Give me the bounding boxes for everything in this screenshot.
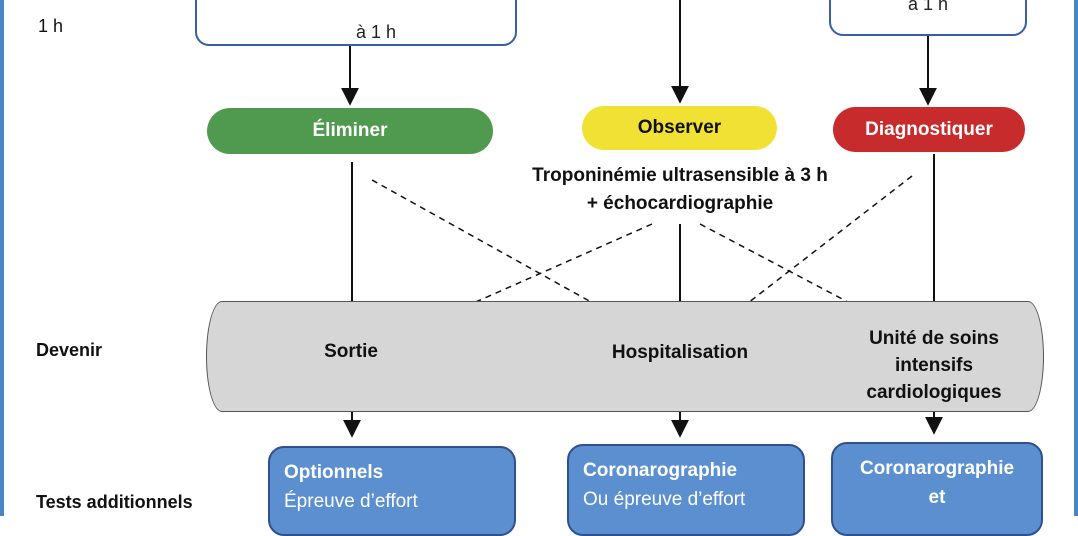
test-box-left: Optionnels Épreuve d’effort [268, 446, 516, 536]
decision-observe: Observer [582, 106, 777, 150]
test-middle-line2: Ou épreuve d’effort [583, 489, 746, 510]
outcome-hospitalisation: Hospitalisation [611, 342, 749, 363]
outcome-band [206, 301, 1044, 412]
outcome-usic-line3: cardiologiques [866, 382, 1002, 403]
top-box-left-line2: à 1 h [355, 22, 397, 42]
top-box-right: significative à 1 h [829, 0, 1027, 36]
outcome-usic-line1: Unité de soins [869, 328, 999, 349]
outcome-sortie: Sortie [324, 341, 378, 362]
row-label-devenir: Devenir [36, 340, 103, 360]
connector-lines [341, 0, 943, 438]
observe-note-line2: + échocardiographie [586, 193, 774, 214]
row-label-1h: 1 h [38, 16, 64, 36]
test-left-line2: Épreuve d’effort [284, 491, 418, 512]
test-box-right: Coronarographie et [831, 442, 1043, 536]
outcome-usic: Unité de soins intensifs cardiologiques [840, 325, 1028, 406]
test-box-middle: Coronarographie Ou épreuve d’effort [567, 444, 805, 536]
dashed-observe-to-sortie [424, 223, 653, 326]
dashed-observe-to-usic [699, 223, 884, 321]
test-right-line2: et [928, 487, 946, 508]
observe-note-line1: Troponinémie ultrasensible à 3 h [532, 165, 828, 186]
outcome-usic-line2: intensifs [894, 355, 974, 376]
test-middle-title: Coronarographie [583, 460, 738, 481]
test-left-title: Optionnels [284, 462, 384, 483]
decision-eliminate: Éliminer [207, 108, 493, 154]
top-box-right-line2: à 1 h [907, 0, 949, 14]
decision-diagnose: Diagnostiquer [833, 107, 1025, 152]
test-right-title: Coronarographie [859, 458, 1015, 479]
row-label-tests: Tests additionnels [36, 492, 193, 512]
dashed-eliminate-to-hosp [371, 179, 629, 323]
top-box-left: significative à 1 h [195, 0, 517, 46]
